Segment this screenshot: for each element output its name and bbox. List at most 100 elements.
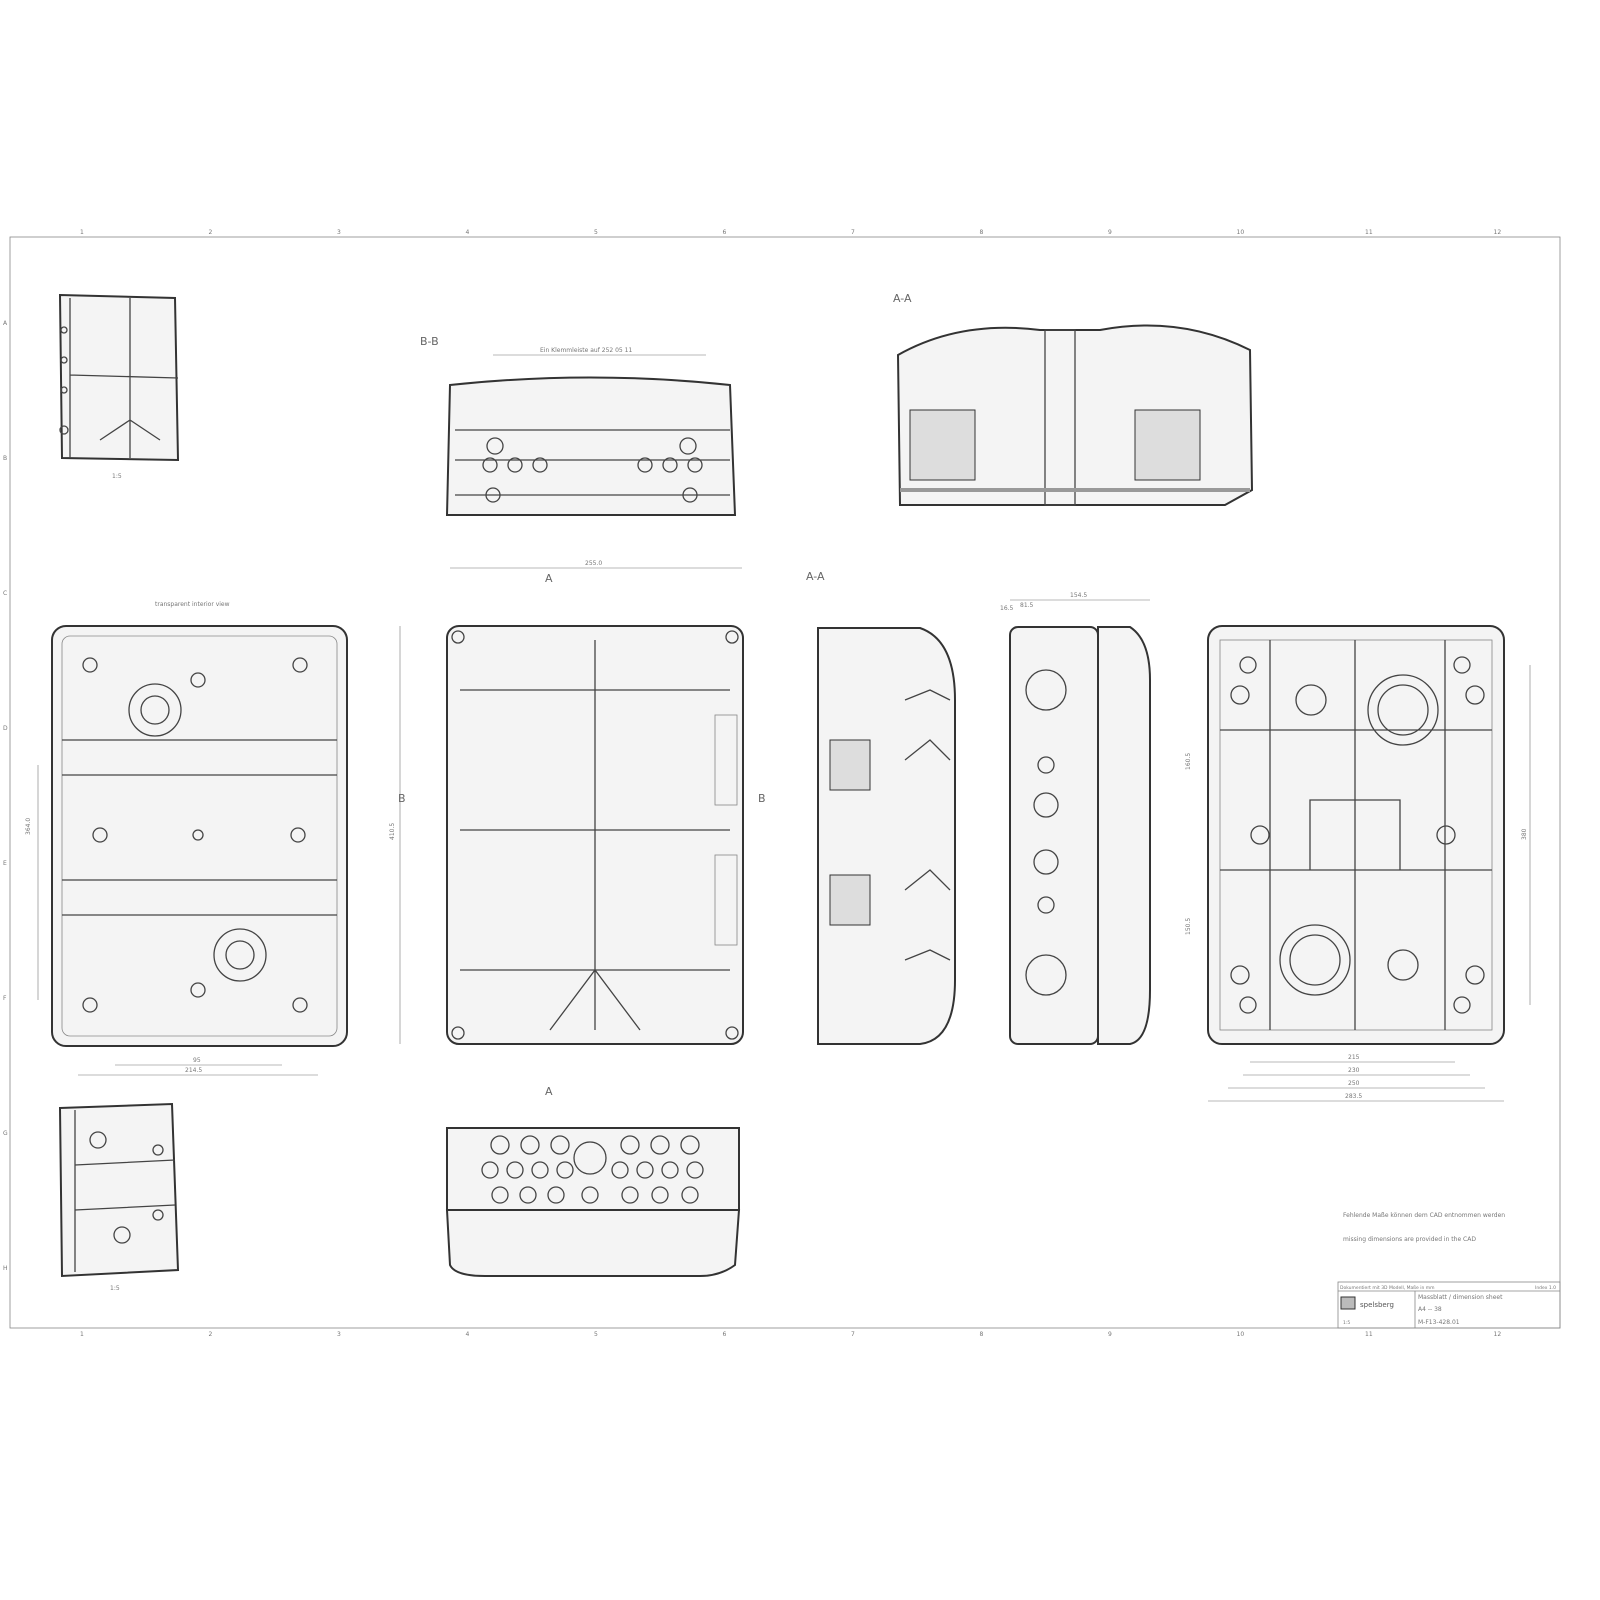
section-label-a-a-side: A-A: [806, 570, 825, 583]
cable-entry-hole: [506, 1161, 524, 1179]
cable-entry-hole: [621, 1186, 639, 1204]
grid-row-label: C: [3, 590, 7, 597]
grid-column-label: 5: [594, 229, 598, 236]
note-de: Fehlende Maße können dem CAD entnommen w…: [1343, 1212, 1505, 1219]
dim-rear-side-a: 160.5: [1185, 753, 1192, 770]
cut-marker-b-left: B: [398, 792, 406, 805]
grid-row-label: D: [3, 725, 8, 732]
dim-rear-height: 380: [1521, 828, 1528, 840]
company-logo: spelsberg: [1360, 1301, 1394, 1309]
dim-rear-250: 250: [1348, 1080, 1360, 1087]
title-block-header: Dokumentiert mit 3D Modell, Maße in mm: [1340, 1285, 1435, 1291]
grid-column-label: 1: [80, 229, 84, 236]
bottom-view: [445, 1127, 741, 1277]
dim-rear-215: 215: [1348, 1054, 1360, 1061]
grid-column-label: 7: [851, 1331, 855, 1338]
section-view-a-a-side: A-A: [806, 570, 956, 1045]
grid-row-label: F: [3, 995, 7, 1002]
dim-side-offset: 81.5: [1020, 602, 1034, 609]
grid-column-label: 11: [1365, 229, 1373, 236]
title-block-format: A4 -- 38: [1418, 1306, 1442, 1313]
grid-column-label: 6: [723, 229, 727, 236]
grid-column-label: 4: [466, 1331, 470, 1338]
cable-entry-hole: [681, 1186, 699, 1204]
cable-entry-hole: [491, 1186, 509, 1204]
dim-rear-side-b: 150.5: [1185, 918, 1192, 935]
grid-column-label: 3: [337, 1331, 341, 1338]
cable-entry-hole: [686, 1161, 704, 1179]
grid-rows: A B C D E F G H: [3, 320, 8, 1272]
grid-column-label: 2: [209, 1331, 213, 1338]
isometric-view-front: 1:5: [58, 293, 180, 480]
section-label-b-b: B-B: [420, 335, 439, 348]
interior-view: transparent interior view 95 214.5 364.0: [25, 601, 348, 1076]
dim-side-top: 16.5: [1000, 605, 1014, 612]
grid-column-label: 12: [1494, 1331, 1502, 1338]
grid-column-label: 5: [594, 1331, 598, 1338]
section-label-a-a: A-A: [893, 292, 912, 305]
cable-entry-hole: [547, 1186, 565, 1204]
cable-entry-hole: [519, 1186, 537, 1204]
grid-column-label: 7: [851, 229, 855, 236]
cut-marker-a-top: A: [545, 572, 553, 585]
grid-column-label: 8: [980, 1331, 984, 1338]
dim-interior-inner: 95: [193, 1057, 201, 1064]
grid-column-label: 4: [466, 229, 470, 236]
grid-column-label: 8: [980, 229, 984, 236]
cable-entry-hole: [620, 1135, 640, 1155]
rear-view: 215 230 250 283.5 380 160.5 150.5: [1185, 625, 1531, 1102]
cable-entry-hole: [573, 1141, 607, 1175]
grid-row-label: E: [3, 860, 7, 867]
bb-dimension-label: Ein Klemmleiste auf 252 05 11: [540, 347, 632, 354]
grid-column-label: 12: [1494, 229, 1502, 236]
grid-column-label: 11: [1365, 1331, 1373, 1338]
section-view-b-b: B-B Ein Klemmleiste auf 252 05 11: [420, 335, 737, 516]
dim-rear-283: 283.5: [1345, 1093, 1362, 1100]
iso-caption-bottom: 1:5: [110, 1285, 120, 1292]
grid-row-label: A: [3, 320, 8, 327]
cable-entry-hole: [651, 1186, 669, 1204]
grid-row-label: G: [3, 1130, 8, 1137]
cable-entry-hole: [481, 1161, 499, 1179]
grid-column-label: 6: [723, 1331, 727, 1338]
grid-column-label: 9: [1108, 229, 1112, 236]
grid-row-label: B: [3, 455, 7, 462]
title-block-index: Index 1.0: [1535, 1285, 1556, 1291]
title-block-title: Massblatt / dimension sheet: [1418, 1294, 1503, 1301]
dim-rear-230: 230: [1348, 1067, 1360, 1074]
drawing-frame: [9, 236, 1561, 1329]
grid-column-label: 2: [209, 229, 213, 236]
grid-column-label: 10: [1237, 1331, 1245, 1338]
cable-entry-hole: [550, 1135, 570, 1155]
cable-entry-hole: [490, 1135, 510, 1155]
cable-entry-hole: [581, 1186, 599, 1204]
dim-front-width: 255.0: [585, 560, 602, 567]
grid-column-label: 10: [1237, 229, 1245, 236]
title-block-scale: 1:5: [1343, 1320, 1350, 1326]
grid-column-label: 3: [337, 229, 341, 236]
title-block: Dokumentiert mit 3D Modell, Maße in mm I…: [1337, 1281, 1561, 1329]
grid-row-label: H: [3, 1265, 8, 1272]
cable-entry-hole: [636, 1161, 654, 1179]
interior-view-label: transparent interior view: [155, 601, 230, 608]
iso-caption: 1:5: [112, 473, 122, 480]
cable-entry-hole: [650, 1135, 670, 1155]
dim-front-height: 410.5: [389, 823, 396, 840]
title-block-number: M-F13-428.01: [1418, 1319, 1460, 1326]
cable-entry-hole: [661, 1161, 679, 1179]
side-view: 154.5 81.5 16.5: [1000, 592, 1151, 1045]
cut-marker-a-bottom: A: [545, 1085, 553, 1098]
cable-entry-hole: [611, 1161, 629, 1179]
dim-interior-height: 364.0: [25, 818, 32, 835]
cable-entry-hole: [556, 1161, 574, 1179]
front-view-lid: 255.0 410.5 A A B B: [389, 560, 766, 1098]
cable-entry-hole: [520, 1135, 540, 1155]
cable-entry-hole: [531, 1161, 549, 1179]
grid-column-label: 9: [1108, 1331, 1112, 1338]
note-en: missing dimensions are provided in the C…: [1343, 1236, 1476, 1243]
grid-column-label: 1: [80, 1331, 84, 1338]
cut-marker-b-right: B: [758, 792, 766, 805]
